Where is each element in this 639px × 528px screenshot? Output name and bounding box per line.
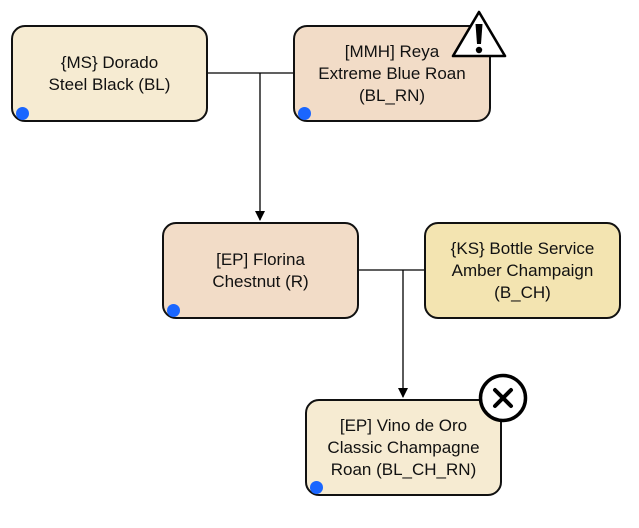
horse-node-label: {KS} Bottle Service Amber Champaign (B_C… [450,238,595,302]
close-circle-icon[interactable] [477,372,529,424]
horse-node-ks-bottle-service[interactable]: {KS} Bottle Service Amber Champaign (B_C… [424,222,621,319]
status-dot [310,481,323,494]
horse-node-mmh-reya[interactable]: [MMH] Reya Extreme Blue Roan (BL_RN) [293,25,491,122]
horse-node-label: [EP] Vino de Oro Classic Champagne Roan … [327,415,480,479]
horse-node-label: [MMH] Reya Extreme Blue Roan (BL_RN) [318,41,466,105]
horse-node-ms-dorado[interactable]: {MS} Dorado Steel Black (BL) [11,25,208,122]
status-dot [16,107,29,120]
warning-icon[interactable] [450,9,508,59]
horse-node-label: {MS} Dorado Steel Black (BL) [48,52,171,94]
horse-node-ep-vino-de-oro[interactable]: [EP] Vino de Oro Classic Champagne Roan … [305,399,502,496]
status-dot [167,304,180,317]
horse-node-label: [EP] Florina Chestnut (R) [212,249,309,291]
status-dot [298,107,311,120]
horse-node-ep-florina[interactable]: [EP] Florina Chestnut (R) [162,222,359,319]
